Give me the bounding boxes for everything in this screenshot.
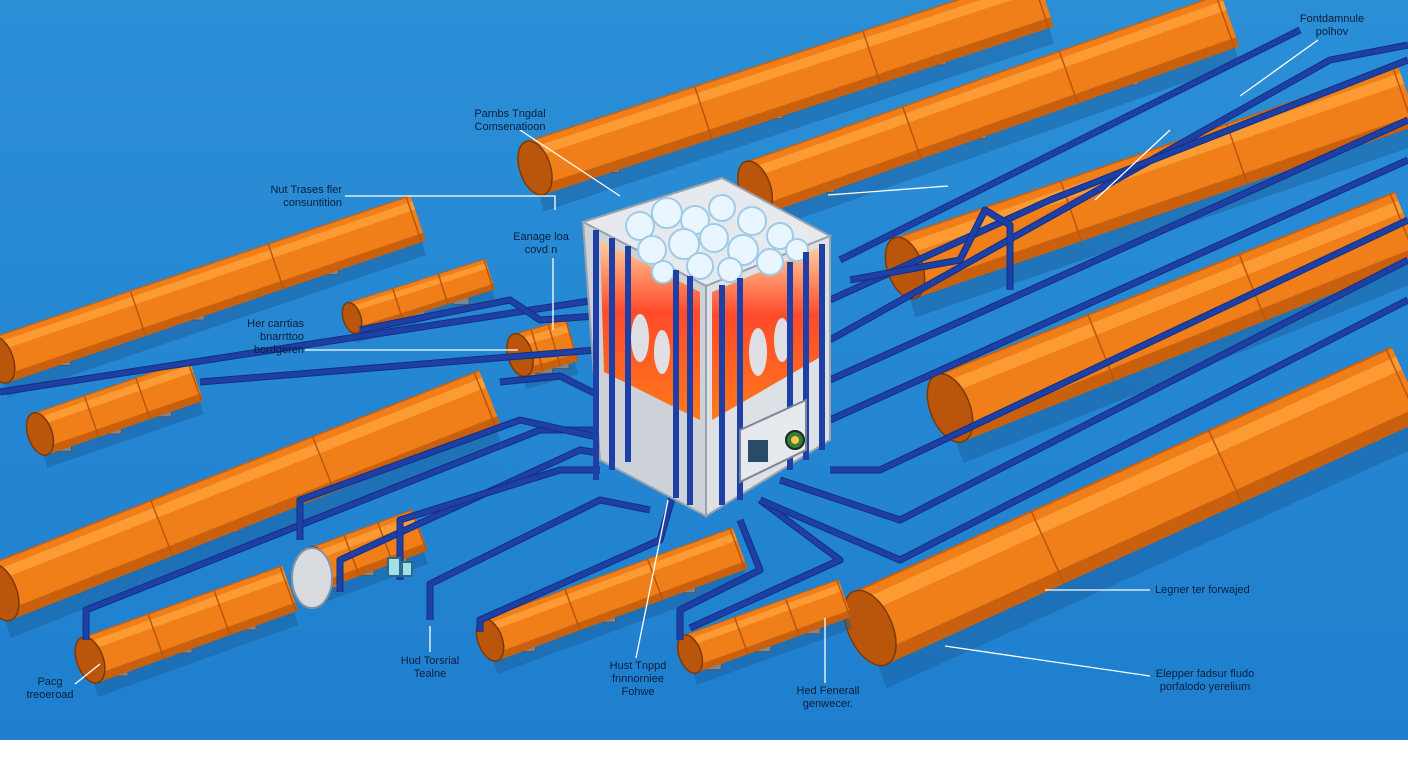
callout-line [519, 129, 621, 197]
orange-pipe-segment [676, 579, 852, 685]
valve-icon [387, 557, 413, 577]
orange-pipe-segment [517, 0, 1054, 212]
label-line: Elepper fadsur fludo [1155, 668, 1255, 680]
orange-pipe-segment [736, 0, 1240, 232]
orange-pipe-segment [25, 359, 204, 468]
label-line: treoeroad [26, 689, 74, 701]
orange-pipe-segment [0, 370, 502, 638]
label-bottom-mid-right: Hed Fenerall genwecer. [780, 685, 876, 711]
blue-tube [828, 42, 1408, 343]
label-line: porfalodo yerelium [1159, 681, 1251, 693]
label-line: Hed Fenerall [796, 685, 860, 697]
blue-tube [828, 117, 1408, 383]
label-line: fnnnorniee [612, 673, 664, 685]
blue-tube [359, 297, 597, 333]
label-bottom-left: Pacg treoeroad [10, 676, 90, 702]
orange-pipe-segment [74, 565, 299, 697]
blue-tube [828, 157, 1408, 423]
label-line: Pacg [37, 676, 63, 688]
control-panel-icon [739, 398, 807, 484]
blue-tube [297, 417, 611, 540]
label-line: Parnbs Tngdal [474, 108, 546, 120]
blue-tube [199, 347, 597, 385]
blue-tube [828, 57, 1408, 303]
callout-line [74, 663, 101, 685]
orange-pipe-segment [843, 346, 1408, 689]
blue-tube [688, 498, 843, 631]
blue-tube [499, 373, 598, 397]
blue-tube [779, 257, 1408, 523]
orange-pipe-segment [884, 64, 1408, 318]
blue-tube [397, 467, 600, 580]
label-line: Eanage loa [513, 231, 569, 243]
label-line: bordgeren [253, 344, 304, 356]
label-line: consuntition [283, 197, 342, 209]
label-line: Legner ter forwajed [1155, 584, 1250, 596]
label-top-left: Nut Trases fler consuntition [190, 184, 342, 210]
callout-lines [74, 39, 1319, 685]
callout-line [944, 645, 1151, 677]
label-tank-side: Eanage loa covd n [496, 231, 586, 257]
blue-tube [849, 207, 1013, 290]
callout-line [1094, 129, 1171, 201]
orange-pipe-segment [475, 527, 748, 674]
label-right-mid: Legner ter forwajed [1155, 584, 1250, 597]
blue-tube [677, 519, 763, 640]
callout-line [1239, 39, 1319, 97]
label-line: Comsenatioon [474, 121, 546, 133]
label-top-right: Fontdamnule polhov [1282, 13, 1382, 39]
orange-pipe-segment [0, 195, 426, 398]
blue-tube [0, 297, 597, 395]
label-bottom-right: Elepper fadsur fludo porfalodo yerelium [1130, 668, 1280, 694]
label-bottom-center: Hust Tnppd fnnnorniee Fohwe [590, 660, 686, 699]
label-line: Tealne [413, 668, 447, 680]
blue-tube [759, 297, 1408, 563]
callout-line [827, 185, 949, 196]
label-mid-left: Her carrtias bnarrttoo bordgeren [200, 318, 304, 357]
blue-tube [838, 27, 1302, 263]
system-illustration [0, 0, 1408, 740]
blue-tube [477, 469, 683, 632]
label-line: covd n [524, 244, 558, 256]
central-tank [580, 176, 833, 518]
blue-lines [0, 26, 1408, 640]
blue-tube [427, 497, 651, 620]
diagram-canvas: Parnbs Tngdal Comsenatioon Nut Trases fl… [0, 0, 1408, 740]
callout-line [345, 195, 556, 210]
label-line: Hud Torsrial [400, 655, 460, 667]
bottom-margin [0, 740, 1408, 768]
orange-pipes [0, 0, 1408, 697]
label-line: genwecer. [802, 698, 854, 710]
label-top-center: Parnbs Tngdal Comsenatioon [430, 108, 590, 134]
label-line: Fohwe [621, 686, 655, 698]
label-line: Nut Trases fler [270, 184, 342, 196]
ice-cluster-icon [625, 194, 809, 284]
blue-tube [830, 217, 1408, 473]
label-line: Fontdamnule [1299, 13, 1365, 25]
label-line: Hust Tnppd [609, 660, 667, 672]
label-line: polhov [1315, 26, 1349, 38]
label-line: Her carrtias [247, 318, 304, 330]
fittings [291, 547, 413, 609]
label-bottom-mid-left: Hud Torsrial Tealne [380, 655, 480, 681]
callout-line [635, 499, 669, 659]
label-line: bnarrttoo [259, 331, 304, 343]
